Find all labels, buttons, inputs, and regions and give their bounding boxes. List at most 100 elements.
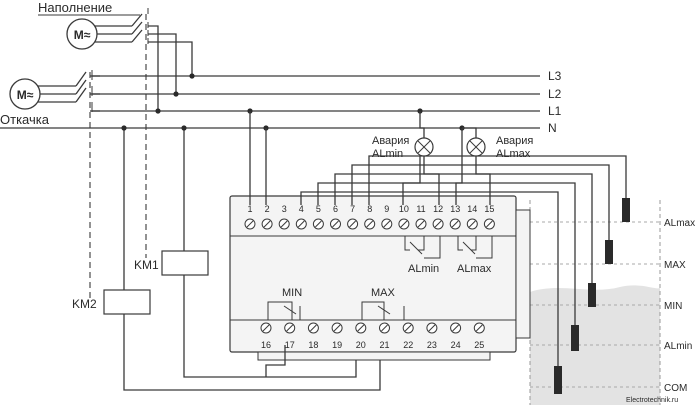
- top-terminal-label: 14: [467, 204, 477, 214]
- bottom-terminal: 17: [284, 322, 296, 350]
- level-label-com: COM: [664, 383, 687, 394]
- bottom-terminal-label: 23: [427, 340, 437, 350]
- alarm-max-label-1: Авария: [496, 135, 533, 147]
- km2-contact-2: [75, 79, 87, 95]
- alarm-min-label-2: ALmin: [372, 148, 403, 160]
- top-terminal: 14: [466, 204, 478, 230]
- tank-water: [530, 285, 660, 405]
- bus-label-n: N: [548, 121, 557, 135]
- top-terminal: 10: [398, 204, 410, 230]
- top-terminal-label: 7: [350, 204, 355, 214]
- bus-label-l2: L2: [548, 87, 562, 101]
- bus-label-l3: L3: [548, 69, 562, 83]
- km1-out-3: [148, 41, 193, 76]
- relay-almax-contact: [457, 236, 493, 259]
- wire-probe-min: [334, 173, 593, 290]
- top-terminal: 8: [364, 204, 376, 230]
- contact-min-label: MIN: [282, 287, 302, 299]
- top-terminal: 15: [483, 204, 495, 230]
- probe-com: [554, 366, 562, 394]
- probe-almin: [571, 325, 579, 351]
- bottom-terminal: 24: [450, 322, 462, 350]
- wire-term-10: [402, 156, 421, 205]
- top-terminal-label: 12: [433, 204, 443, 214]
- bottom-terminal-label: 17: [285, 340, 295, 350]
- fill-label: Наполнение: [38, 0, 112, 15]
- level-label-almin: ALmin: [664, 341, 692, 352]
- level-label-almax: ALmax: [664, 218, 695, 229]
- probe-max: [605, 240, 613, 264]
- km1-contact-3: [131, 29, 143, 43]
- km1-contact-2: [131, 21, 143, 35]
- top-terminal-label: 9: [384, 204, 389, 214]
- module-side-tab: [515, 209, 531, 339]
- bottom-terminal: 16: [260, 322, 272, 350]
- bottom-terminal: 21: [379, 322, 390, 350]
- lamp-min-top: [419, 111, 425, 138]
- top-terminal-label: 10: [399, 204, 409, 214]
- km1-out-2: [148, 33, 177, 94]
- top-terminal-label: 11: [416, 204, 425, 214]
- bottom-terminal-strip: 16 17 18 19 20 21 22 23 24 25: [260, 322, 485, 350]
- bottom-terminal: 18: [307, 322, 319, 350]
- bottom-terminal-label: 21: [379, 340, 389, 350]
- wire-probe-almax: [368, 155, 627, 205]
- contact-max-label: MAX: [371, 287, 396, 299]
- junction-l2: [173, 91, 179, 97]
- top-terminal-label: 13: [450, 204, 460, 214]
- bottom-terminal-label: 18: [308, 340, 318, 350]
- contact-min: [267, 301, 301, 320]
- top-terminal-label: 3: [282, 204, 287, 214]
- top-terminal-label: 4: [299, 204, 304, 214]
- bottom-terminal: 20: [355, 322, 367, 350]
- relay-almin-label: ALmin: [408, 263, 439, 275]
- bottom-terminal: 19: [331, 322, 343, 350]
- relay-almax-label: ALmax: [457, 263, 492, 275]
- km2-coil: [103, 289, 151, 315]
- km1-coil-bottom: [183, 275, 357, 378]
- top-terminal: 5: [312, 204, 324, 230]
- module-bottom-tab: [257, 351, 491, 361]
- km2-label: KM2: [72, 297, 97, 311]
- bottom-terminal: 23: [426, 322, 438, 350]
- alarm-min-label-1: Авария: [372, 135, 409, 147]
- top-terminal-label: 5: [316, 204, 321, 214]
- bottom-terminal-label: 16: [261, 340, 271, 350]
- km2-contact-3: [75, 87, 87, 103]
- drain-label: Откачка: [0, 112, 50, 127]
- km1-contact-1: [131, 13, 143, 27]
- junction-l1-a: [155, 108, 161, 114]
- top-terminal: 6: [330, 204, 341, 230]
- lamp-max-bottom: [475, 156, 491, 205]
- junction-l3: [189, 73, 195, 79]
- bottom-terminal: 25: [473, 322, 485, 350]
- bottom-terminal: 22: [402, 322, 414, 350]
- wire-term-17: [265, 345, 286, 377]
- level-label-max: MAX: [664, 260, 686, 271]
- top-terminal: 11: [415, 204, 427, 230]
- alarm-lamp-max: [466, 137, 486, 157]
- junction-n-2: [181, 125, 187, 131]
- wire-probe-max: [351, 164, 610, 248]
- top-terminal-label: 2: [265, 204, 270, 214]
- top-terminal-label: 8: [367, 204, 372, 214]
- top-terminal-label: 15: [484, 204, 494, 214]
- probe-almax: [622, 198, 630, 222]
- wire-term-13: [455, 128, 463, 205]
- wire-probe-almin: [317, 182, 576, 330]
- top-terminal: 7: [347, 204, 359, 230]
- top-terminal: 1: [244, 204, 256, 230]
- level-label-min: MIN: [664, 301, 682, 312]
- bottom-terminal-label: 20: [356, 340, 366, 350]
- km1-coil: [161, 250, 209, 276]
- km1-out-1: [148, 25, 159, 111]
- wire-probe-com: [300, 191, 559, 372]
- km2-coil-bottom: [123, 314, 381, 391]
- drain-motor-symbol: M≈: [17, 88, 34, 102]
- bottom-terminal-label: 25: [474, 340, 484, 350]
- top-terminal-label: 6: [333, 204, 338, 214]
- contact-max: [361, 301, 405, 320]
